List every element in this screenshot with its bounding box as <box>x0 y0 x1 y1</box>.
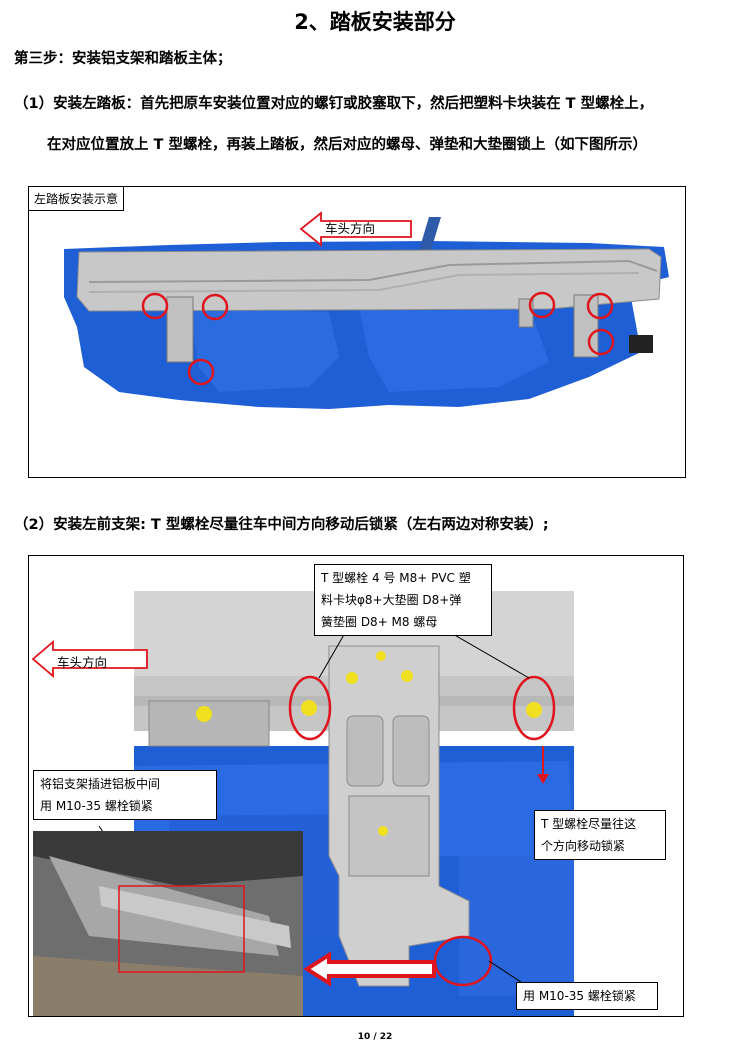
figure-1-label: 左踏板安装示意 <box>29 187 125 211</box>
callout-t-bolt-line-3: 簧垫圈 D8+ M8 螺母 <box>321 615 438 629</box>
step-heading: 第三步：安装铝支架和踏板主体； <box>14 51 232 67</box>
paragraph-2: （2）安装左前支架: T 型螺栓尽量往车中间方向移动后锁紧（左右两边对称安装）; <box>14 517 549 533</box>
page-number: 10 / 22 <box>357 1032 393 1042</box>
paragraph-1-line-2: 在对应位置放上 T 型螺栓，再装上踏板，然后对应的螺母、弹垫和大垫圈锁上（如下图… <box>47 137 647 153</box>
callout-t-bolt-line-1: T 型螺栓 4 号 M8+ PVC 塑 <box>321 571 471 585</box>
callout-direction-line-1: T 型螺栓尽量往这 <box>541 817 637 831</box>
callout-m10-bolt: 用 M10-35 螺栓锁紧 <box>516 982 658 1010</box>
figure-1-direction-label: 车头方向 <box>325 221 376 236</box>
callout-t-bolt-direction: T 型螺栓尽量往这 个方向移动锁紧 <box>534 810 666 860</box>
callout-t-bolt-line-2: 料卡块φ8+大垫圈 D8+弹 <box>321 593 462 607</box>
section-title: 2、踏板安装部分 <box>294 10 456 34</box>
callout-aluminum-bracket: 将铝支架插进铝板中间 用 M10-35 螺栓锁紧 <box>33 770 217 820</box>
callout-aluminum-line-1: 将铝支架插进铝板中间 <box>40 777 161 791</box>
callout-aluminum-line-2: 用 M10-35 螺栓锁紧 <box>40 799 153 813</box>
figure-2-illustration <box>31 591 574 1016</box>
callout-t-bolt-parts: T 型螺栓 4 号 M8+ PVC 塑 料卡块φ8+大垫圈 D8+弹 簧垫圈 D… <box>314 564 492 636</box>
figure-2-direction-label: 车头方向 <box>57 655 108 670</box>
paragraph-1-line-1: （1）安装左踏板：首先把原车安装位置对应的螺钉或胶塞取下，然后把塑料卡块装在 T… <box>14 96 654 112</box>
figure-1-illustration <box>64 211 669 409</box>
figure-left-step-install: 左踏板安装示意 车头方向 <box>28 186 686 478</box>
figure-front-bracket-install: 车头方向 T 型螺栓 4 号 M8+ PVC 塑 料卡块φ8+大垫圈 D8+弹 … <box>28 555 684 1017</box>
callout-direction-line-2: 个方向移动锁紧 <box>541 839 626 853</box>
